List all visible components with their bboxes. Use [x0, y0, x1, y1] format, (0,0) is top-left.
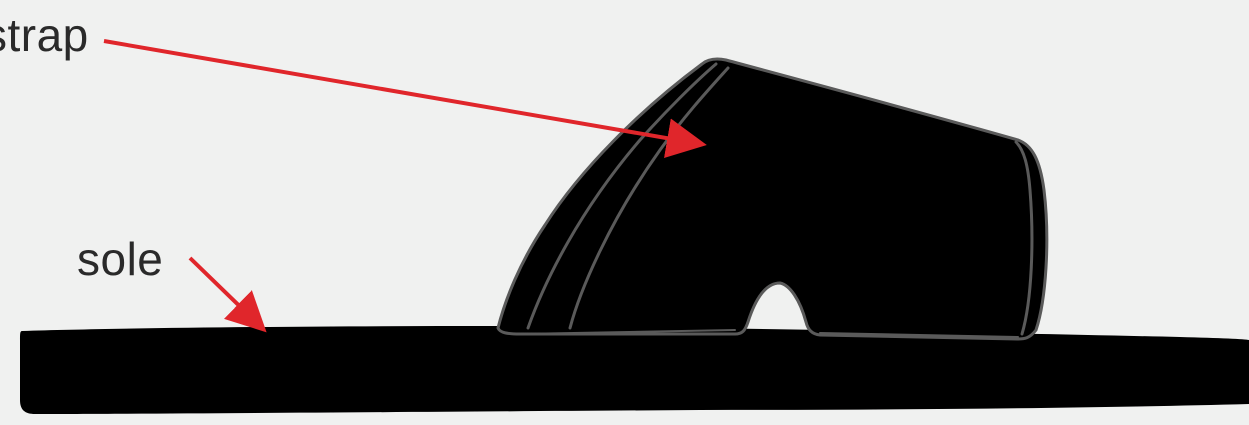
strap-arrow	[104, 41, 695, 143]
strap-label: strap	[0, 12, 89, 58]
sole-label: sole	[77, 236, 163, 282]
sole-shape	[20, 326, 1249, 414]
sole-arrow	[190, 258, 258, 324]
